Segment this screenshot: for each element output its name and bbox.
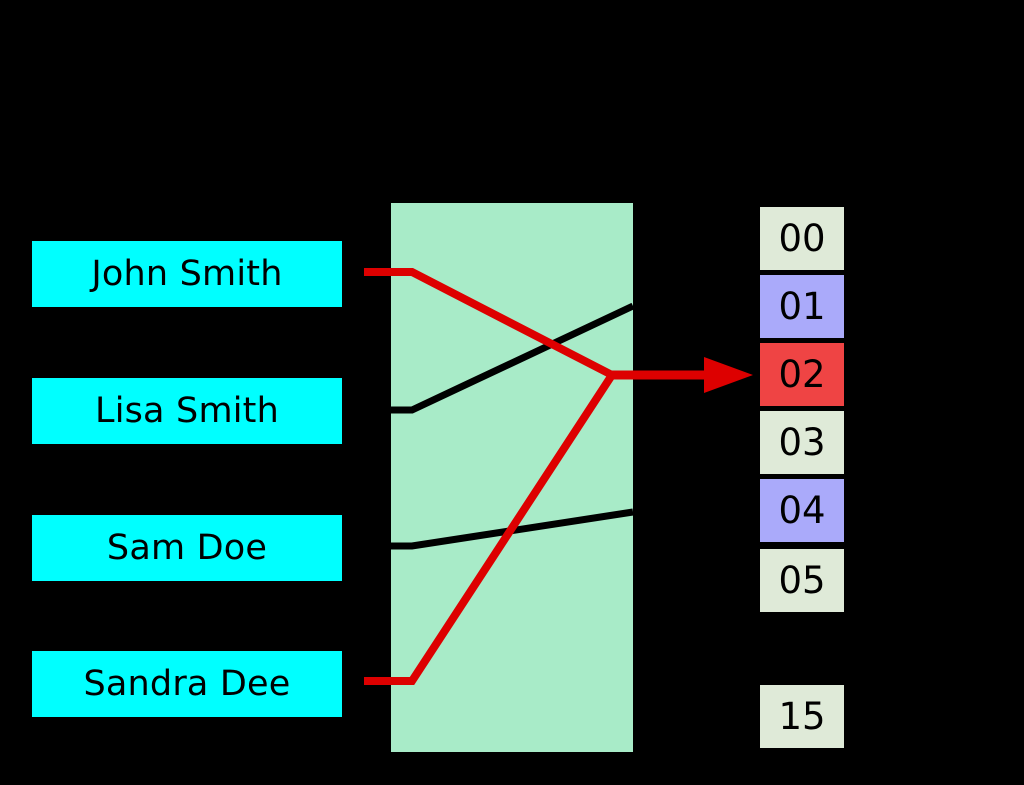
key-label: John Smith (91, 253, 283, 294)
bucket-label: 15 (778, 695, 826, 738)
bucket-label: 04 (778, 489, 826, 532)
bucket-01[interactable]: 01 (760, 275, 844, 338)
bucket-04[interactable]: 04 (760, 479, 844, 542)
bucket-label: 00 (778, 217, 826, 260)
key-box[interactable]: Sandra Dee (32, 651, 342, 717)
key-box[interactable]: John Smith (32, 241, 342, 307)
key-label: Sam Doe (106, 527, 268, 568)
key-label: Lisa Smith (95, 390, 279, 431)
key-label: Sandra Dee (83, 663, 291, 704)
hash-function-panel (391, 203, 633, 752)
bucket-label: 03 (778, 421, 826, 464)
bucket-03[interactable]: 03 (760, 411, 844, 474)
bucket-label: 01 (778, 285, 826, 328)
bucket-02[interactable]: 02 (760, 343, 844, 406)
bucket-00[interactable]: 00 (760, 207, 844, 270)
key-box[interactable]: Lisa Smith (32, 378, 342, 444)
key-box[interactable]: Sam Doe (32, 515, 342, 581)
bucket-05[interactable]: 05 (760, 549, 844, 612)
bucket-15[interactable]: 15 (760, 685, 844, 748)
bucket-label: 02 (778, 353, 826, 396)
arrow-head-to-bucket-02 (704, 357, 753, 393)
bucket-label: 05 (778, 559, 826, 602)
